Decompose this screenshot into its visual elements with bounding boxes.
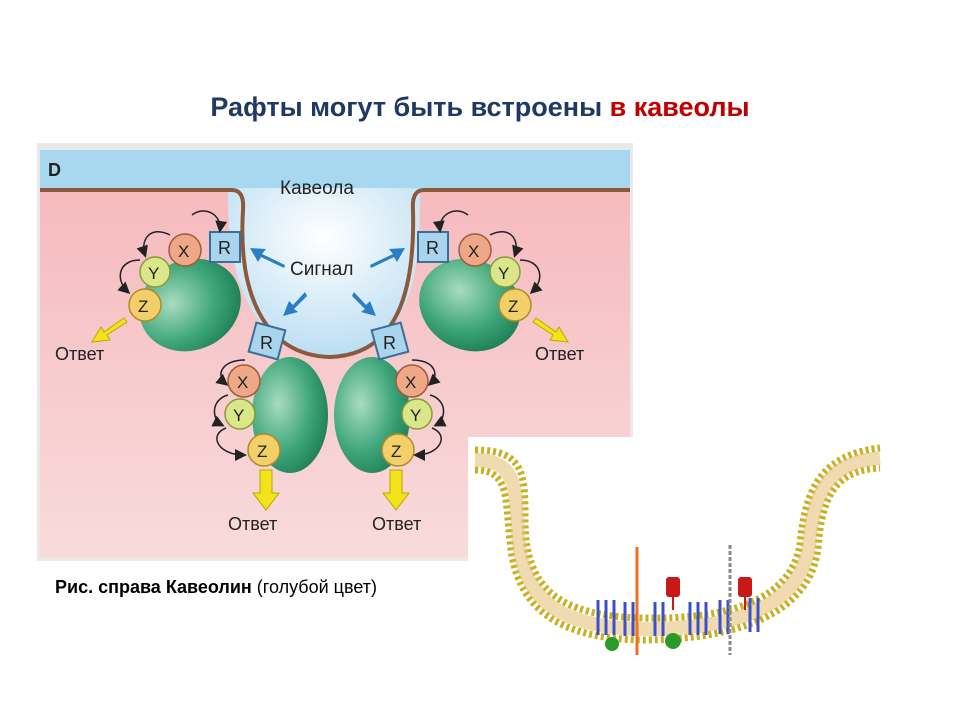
x-label: X bbox=[237, 373, 248, 392]
x-label: X bbox=[405, 373, 416, 392]
activation-arrow bbox=[519, 259, 543, 295]
z-protein bbox=[247, 433, 281, 467]
receptor-box bbox=[247, 321, 287, 361]
activation-arrow bbox=[136, 231, 171, 258]
title-highlight: в кавеолы bbox=[609, 92, 750, 122]
signal-arrow-down-right bbox=[352, 292, 376, 316]
activation-arrow bbox=[215, 359, 246, 386]
receptor-box bbox=[209, 231, 241, 263]
signal-arrow-right bbox=[370, 248, 405, 268]
receptor-label: R bbox=[383, 333, 396, 353]
z-label: Z bbox=[508, 297, 518, 316]
red-receptor bbox=[666, 577, 680, 597]
membrane bbox=[40, 188, 630, 360]
y-protein bbox=[401, 398, 433, 430]
x-label: X bbox=[468, 242, 479, 261]
signal-arrow-down-left bbox=[283, 292, 307, 316]
activation-arrow bbox=[413, 427, 442, 461]
caveolin-loop bbox=[623, 602, 635, 636]
red-receptor bbox=[738, 577, 752, 597]
activation-arrow bbox=[432, 210, 469, 233]
receptor-label: R bbox=[218, 238, 231, 258]
z-protein bbox=[128, 288, 162, 322]
x-label: X bbox=[178, 242, 189, 261]
figure-caption: Рис. справа Кавеолин (голубой цвет) bbox=[55, 577, 377, 598]
caveolin-loop bbox=[748, 598, 760, 632]
raft-complex-top-right: R X Y Z Ответ bbox=[417, 210, 584, 364]
response-arrow bbox=[251, 469, 281, 511]
y-label: Y bbox=[410, 406, 421, 425]
z-label: Z bbox=[391, 442, 401, 461]
activation-arrow bbox=[429, 394, 447, 427]
z-protein bbox=[498, 288, 532, 322]
title-main: Рафты могут быть встроены bbox=[210, 92, 610, 122]
left-diagram-panel: D Кавеола Сигнал R X Y Z Ответ bbox=[37, 143, 633, 561]
y-protein bbox=[139, 256, 171, 288]
caveolin-loop bbox=[688, 602, 708, 635]
receptor-label: R bbox=[426, 238, 439, 258]
z-label: Z bbox=[257, 442, 267, 461]
z-label: Z bbox=[138, 297, 148, 316]
activation-arrow bbox=[216, 427, 247, 461]
y-protein bbox=[489, 256, 521, 288]
activation-arrow bbox=[489, 231, 524, 258]
caveolin-proteins bbox=[596, 598, 760, 636]
receptor-label: R bbox=[260, 333, 273, 353]
caption-bold: Рис. справа Кавеолин bbox=[55, 577, 252, 597]
extracellular-band bbox=[40, 150, 630, 190]
caveolin-loop bbox=[718, 600, 730, 634]
panel-label: D bbox=[48, 160, 61, 180]
y-label: Y bbox=[233, 406, 244, 425]
x-protein bbox=[458, 233, 492, 267]
raft-complex-bottom-right: R X Y Z Ответ bbox=[334, 321, 447, 534]
response-label: Ответ bbox=[535, 344, 584, 364]
response-label: Ответ bbox=[228, 514, 277, 534]
response-label: Ответ bbox=[372, 514, 421, 534]
y-protein bbox=[224, 398, 256, 430]
signal-arrows bbox=[250, 248, 405, 316]
raft-complex-top-left: R X Y Z Ответ bbox=[55, 210, 241, 364]
response-arrow bbox=[532, 317, 569, 343]
receptor-box bbox=[370, 321, 410, 361]
green-signaling-molecule bbox=[665, 633, 681, 649]
x-protein bbox=[168, 233, 202, 267]
activation-arrow bbox=[211, 394, 229, 427]
green-signaling-molecule bbox=[605, 637, 619, 651]
caveolin-loop bbox=[653, 602, 665, 636]
raft-complex-bottom-left: R X Y Z Ответ bbox=[211, 321, 328, 534]
signal-arrow-left bbox=[250, 248, 285, 268]
response-arrow bbox=[91, 317, 128, 343]
activation-arrow bbox=[117, 259, 141, 295]
slide-title: Рафты могут быть встроены в кавеолы bbox=[0, 92, 960, 123]
activation-arrow bbox=[411, 359, 441, 387]
lipid-tails bbox=[474, 451, 881, 637]
activation-arrow bbox=[191, 210, 228, 233]
y-label: Y bbox=[498, 264, 509, 283]
caveolin-membrane-illustration bbox=[468, 437, 888, 667]
y-label: Y bbox=[148, 264, 159, 283]
caption-normal: (голубой цвет) bbox=[251, 577, 377, 597]
outer-lipid-heads bbox=[474, 444, 881, 622]
caveola-label: Кавеола bbox=[280, 178, 354, 199]
response-label: Ответ bbox=[55, 344, 104, 364]
response-arrow bbox=[381, 469, 411, 511]
caveolin-loop bbox=[596, 600, 616, 635]
signal-label: Сигнал bbox=[290, 259, 353, 280]
